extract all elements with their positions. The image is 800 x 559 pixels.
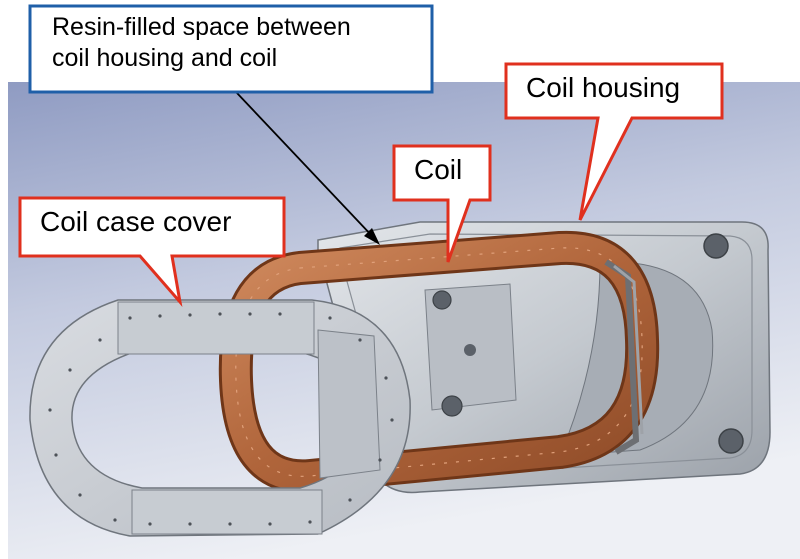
coil-callout-box (392, 144, 492, 263)
bolt-hole (703, 233, 729, 259)
bolt-hole (718, 428, 744, 454)
coil-housing-label: Coil housing (526, 72, 681, 103)
resin-callout-box (28, 4, 434, 94)
resin-label: Resin-filled space between coil housing … (52, 12, 351, 74)
bolt-hole (464, 344, 476, 356)
resin-label-line1: Resin-filled space between (52, 13, 351, 41)
coil-housing-callout-box (504, 62, 724, 221)
bolt-hole (441, 395, 463, 417)
bolt-hole (432, 290, 452, 310)
coil-case-cover (29, 299, 411, 537)
resin-label-line2: coil housing and coil (52, 44, 278, 72)
resin-leader-arrow (235, 91, 380, 245)
coil-housing (317, 221, 771, 494)
coil-case-cover-label: Coil case cover (40, 206, 232, 237)
coil-label: Coil (414, 154, 463, 185)
coil-case-cover-callout-box (18, 196, 286, 308)
